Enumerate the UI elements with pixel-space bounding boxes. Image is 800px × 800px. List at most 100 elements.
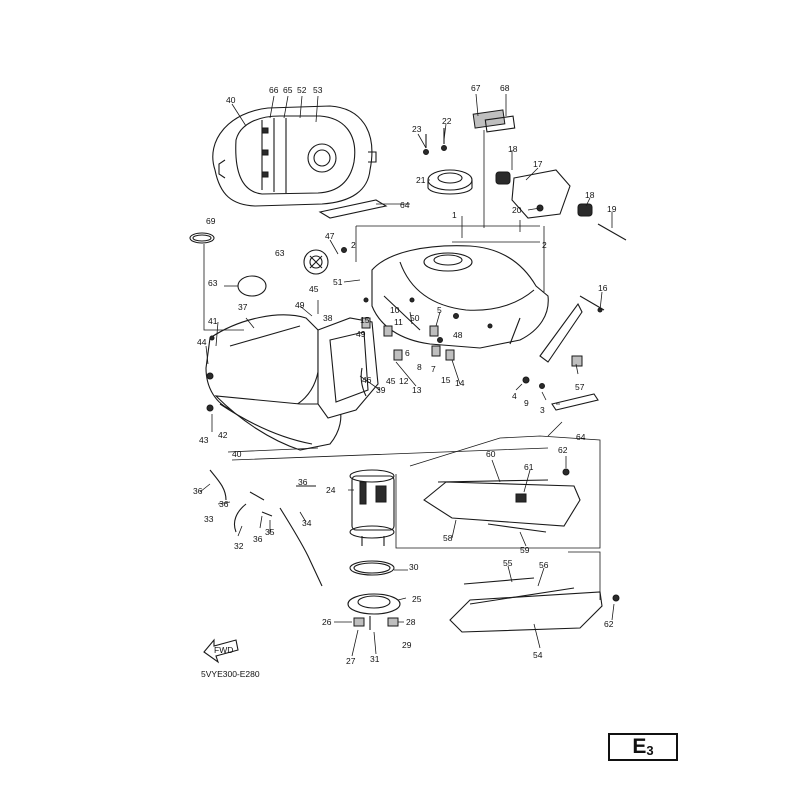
pump-flange — [347, 593, 401, 630]
callout-64: 64 — [576, 432, 586, 442]
warning-labels — [472, 109, 516, 133]
callout-56: 56 — [539, 560, 549, 570]
callout-37: 37 — [238, 302, 248, 312]
callout-15: 15 — [441, 375, 451, 385]
callout-46: 46 — [362, 375, 372, 385]
tank-top-cover — [212, 105, 377, 207]
callout-10: 10 — [390, 305, 400, 315]
callout-48: 48 — [453, 330, 463, 340]
fwd-label: FWD — [214, 645, 233, 655]
callout-43: 43 — [199, 435, 209, 445]
callout-68: 68 — [500, 83, 510, 93]
callout-41: 41 — [208, 316, 218, 326]
callout-50: 50 — [410, 313, 420, 323]
callout-63: 63 — [208, 278, 218, 288]
callout-36: 36 — [219, 499, 229, 509]
callout-19: 19 — [607, 204, 617, 214]
callout-55: 55 — [503, 558, 513, 568]
callout-30: 30 — [409, 562, 419, 572]
tank-inner-panel — [317, 317, 379, 419]
callout-16: 16 — [598, 283, 608, 293]
callout-29: 29 — [402, 640, 412, 650]
callout-2: 2 — [351, 240, 356, 250]
callout-5: 5 — [437, 305, 442, 315]
callout-36: 36 — [253, 534, 263, 544]
breather-hoses — [209, 469, 323, 587]
callout-15: 15 — [360, 315, 370, 325]
callout-11: 11 — [394, 317, 403, 327]
trim-strip-upper — [318, 199, 388, 219]
callout-34: 34 — [302, 518, 312, 528]
callout-62: 62 — [558, 445, 568, 455]
side-cover-54 — [449, 577, 603, 633]
fuel-tank — [371, 245, 549, 349]
callout-51: 51 — [333, 277, 343, 287]
side-cover-58 — [423, 479, 581, 533]
callout-27: 27 — [346, 656, 356, 666]
callout-26: 26 — [322, 617, 332, 627]
callout-6: 6 — [405, 348, 410, 358]
o-ring-69 — [189, 232, 215, 244]
callout-35: 35 — [265, 527, 275, 537]
callout-2: 2 — [542, 240, 547, 250]
callout-3: 3 — [540, 405, 545, 415]
fwd-arrow-icon: FWD — [203, 638, 239, 664]
callout-4: 4 — [512, 391, 517, 401]
callout-33: 33 — [204, 514, 214, 524]
callout-18: 18 — [585, 190, 595, 200]
trim-strip-lower — [551, 393, 599, 411]
callout-39: 39 — [376, 385, 386, 395]
callout-53: 53 — [313, 85, 323, 95]
callout-13: 13 — [412, 385, 422, 395]
callout-36: 36 — [193, 486, 203, 496]
callout-32: 32 — [234, 541, 244, 551]
callout-40: 40 — [226, 95, 236, 105]
callout-36: 36 — [298, 477, 308, 487]
callout-18: 18 — [508, 144, 518, 154]
callout-54: 54 — [533, 650, 543, 660]
callout-7: 7 — [431, 364, 436, 374]
callout-23: 23 — [412, 124, 422, 134]
o-ring-30 — [349, 560, 395, 576]
callout-17: 17 — [533, 159, 543, 169]
callout-58: 58 — [443, 533, 453, 543]
callout-45: 45 — [309, 284, 319, 294]
callout-66: 66 — [269, 85, 279, 95]
callout-8: 8 — [417, 362, 422, 372]
callout-62: 62 — [604, 619, 614, 629]
callout-49: 49 — [356, 329, 366, 339]
callout-31: 31 — [370, 654, 380, 664]
callout-61: 61 — [524, 462, 534, 472]
callout-25: 25 — [412, 594, 422, 604]
callout-52: 52 — [297, 85, 307, 95]
fuel-cap-assembly — [423, 128, 473, 195]
callout-59: 59 — [520, 545, 530, 555]
callout-40: 40 — [232, 449, 242, 459]
callout-20: 20 — [512, 205, 522, 215]
callout-65: 65 — [283, 85, 293, 95]
page-tag-letter: E — [632, 735, 647, 758]
fasteners — [206, 247, 620, 602]
fuel-pump — [349, 469, 395, 546]
callout-labels: 1 2 2 3 4 5 6 7 8 9 10 11 12 13 14 15 15… — [193, 83, 617, 666]
callout-49: 49 — [295, 300, 305, 310]
callout-21: 21 — [416, 175, 426, 185]
callout-69: 69 — [206, 216, 216, 226]
callout-67: 67 — [471, 83, 481, 93]
figure-code: 5VYE300-E280 — [201, 669, 260, 679]
callout-63: 63 — [275, 248, 285, 258]
callout-42: 42 — [218, 430, 228, 440]
callout-24: 24 — [326, 485, 336, 495]
page-tag-number: 3 — [646, 742, 654, 758]
callout-12: 12 — [399, 376, 409, 386]
callout-47: 47 — [325, 231, 335, 241]
leader-lines — [199, 93, 615, 657]
grommet-63 — [303, 249, 329, 275]
rear-cover-57 — [539, 302, 583, 363]
callout-57: 57 — [575, 382, 585, 392]
callout-28: 28 — [406, 617, 416, 627]
callout-9: 9 — [524, 398, 529, 408]
callout-60: 60 — [486, 449, 496, 459]
